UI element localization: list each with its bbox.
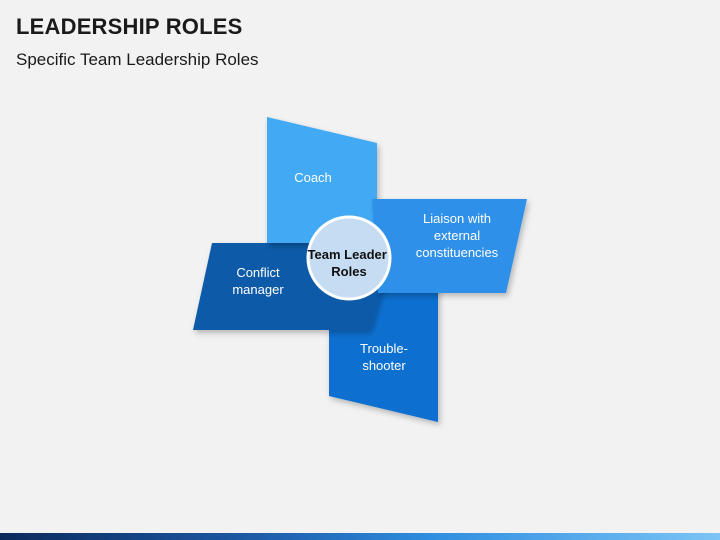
troubleshooter-label: Trouble-shooter	[360, 341, 408, 373]
page-title: LEADERSHIP ROLES	[16, 14, 243, 39]
conflict-manager-label-line-2: manager	[232, 282, 284, 297]
conflict-manager-label: Conflict manager	[232, 265, 284, 297]
liaison-label: Liaison with external constituencies	[416, 211, 499, 260]
liaison-label-line-2: external	[434, 228, 480, 243]
center-label-line2: Roles	[331, 264, 366, 279]
center-hub	[306, 215, 392, 301]
troubleshooter-label-line-2: shooter	[362, 358, 406, 373]
coach-label-line-1: Coach	[294, 170, 332, 185]
coach-blade	[267, 117, 377, 243]
center-label: Team Leader Roles	[308, 247, 391, 279]
center-label-line1: Team Leader	[308, 247, 387, 262]
page-subtitle: Specific Team Leadership Roles	[16, 50, 259, 69]
liaison-label-line-3: constituencies	[416, 245, 499, 260]
bottom-accent-bar	[0, 533, 720, 540]
liaison-label-line-1: Liaison with	[423, 211, 491, 226]
troubleshooter-label-line-1: Trouble-	[360, 341, 408, 356]
coach-label: Coach	[294, 170, 332, 185]
conflict-manager-label-line-1: Conflict	[236, 265, 280, 280]
liaison-blade	[372, 199, 527, 293]
